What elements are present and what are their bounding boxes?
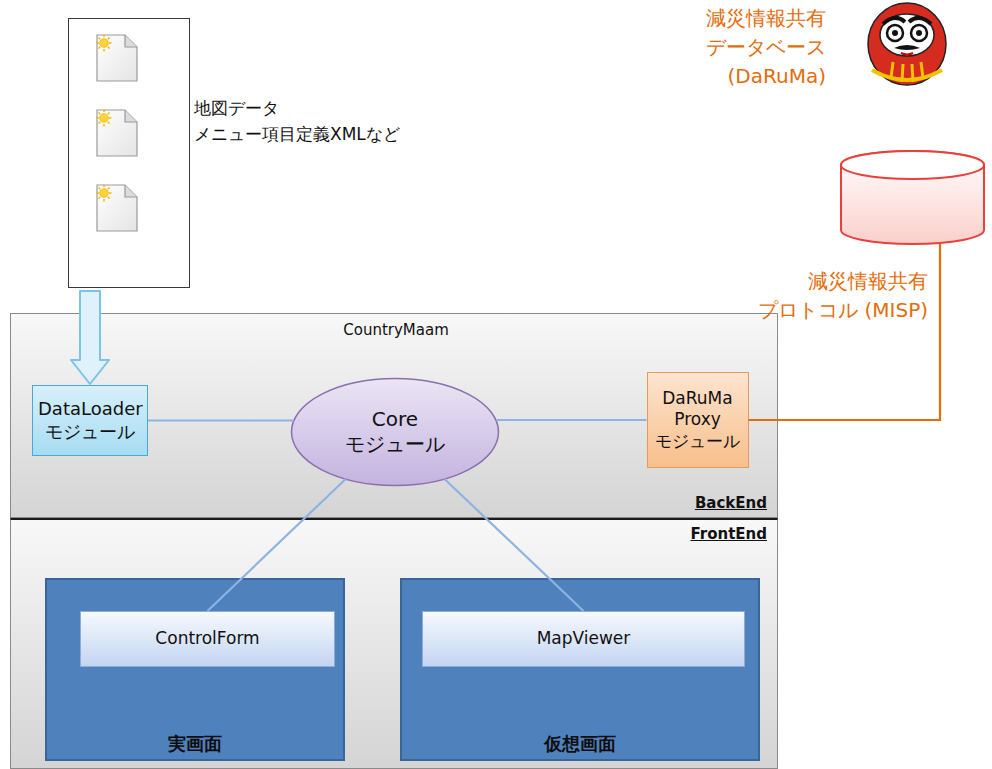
text-holder: 実画面: [47, 732, 343, 756]
backend-panel: CountryMaamBackEnd DataLoader モジュール Core モ…: [10, 313, 778, 518]
node-label: Core モジュール: [330, 407, 460, 457]
module-box: DaRuMa Proxy モジュール: [647, 372, 749, 468]
database-cylinder: 減災情報共有 データベース (DaRuMa): [840, 150, 985, 245]
connector-line: [496, 419, 647, 421]
file-icon: [97, 110, 138, 157]
node-label: DataLoader モジュール: [38, 398, 142, 443]
node-label: 仮想画面: [402, 732, 758, 756]
module-ellipse: Core モジュール: [290, 377, 500, 487]
file-icon: [97, 185, 138, 232]
frontend-panel: FrontEnd 実画面 ControlForm 仮想画面 MapViewer: [10, 518, 778, 769]
component-box: ControlForm: [80, 611, 335, 667]
node-label: 実画面: [47, 732, 343, 756]
connector-line: [445, 479, 584, 611]
text-holder: 地図データ メニュー項目定義XMLなど: [194, 95, 424, 148]
text-holder: CountryMaam: [296, 321, 496, 339]
file-icon: [97, 35, 138, 82]
node-label: CountryMaam: [296, 321, 496, 339]
text-holder: 仮想画面: [402, 732, 758, 756]
node-label: 減災情報共有 データベース (DaRuMa): [640, 4, 826, 91]
text-holder: FrontEnd: [690, 525, 767, 543]
node-label: ControlForm: [155, 628, 259, 649]
connector-line: [749, 244, 941, 420]
node-label: BackEnd: [695, 494, 767, 512]
file-stack: 地図データ メニュー項目定義XMLなど: [68, 18, 190, 288]
text-holder: BackEnd: [695, 494, 767, 512]
node-label: FrontEnd: [690, 525, 767, 543]
node-label: 地図データ メニュー項目定義XMLなど: [194, 95, 424, 148]
connector-line: [148, 419, 294, 421]
screen-panel: 実画面 ControlForm: [45, 578, 345, 761]
node-label: MapViewer: [537, 628, 631, 649]
edge-label: 減災情報共有 プロトコル (MISP): [748, 267, 928, 325]
component-box: MapViewer: [422, 611, 745, 667]
connector-line: [208, 479, 346, 611]
cylinder-shape: [840, 150, 985, 245]
text-holder: 減災情報共有 データベース (DaRuMa): [640, 4, 826, 91]
module-box: DataLoader モジュール: [32, 385, 148, 456]
screen-panel: 仮想画面 MapViewer: [400, 578, 760, 761]
daruma-figure: [868, 3, 946, 85]
block-arrow: [71, 291, 109, 384]
node-label: DaRuMa Proxy モジュール: [653, 388, 743, 452]
label-holder: 減災情報共有 プロトコル (MISP): [748, 267, 928, 325]
